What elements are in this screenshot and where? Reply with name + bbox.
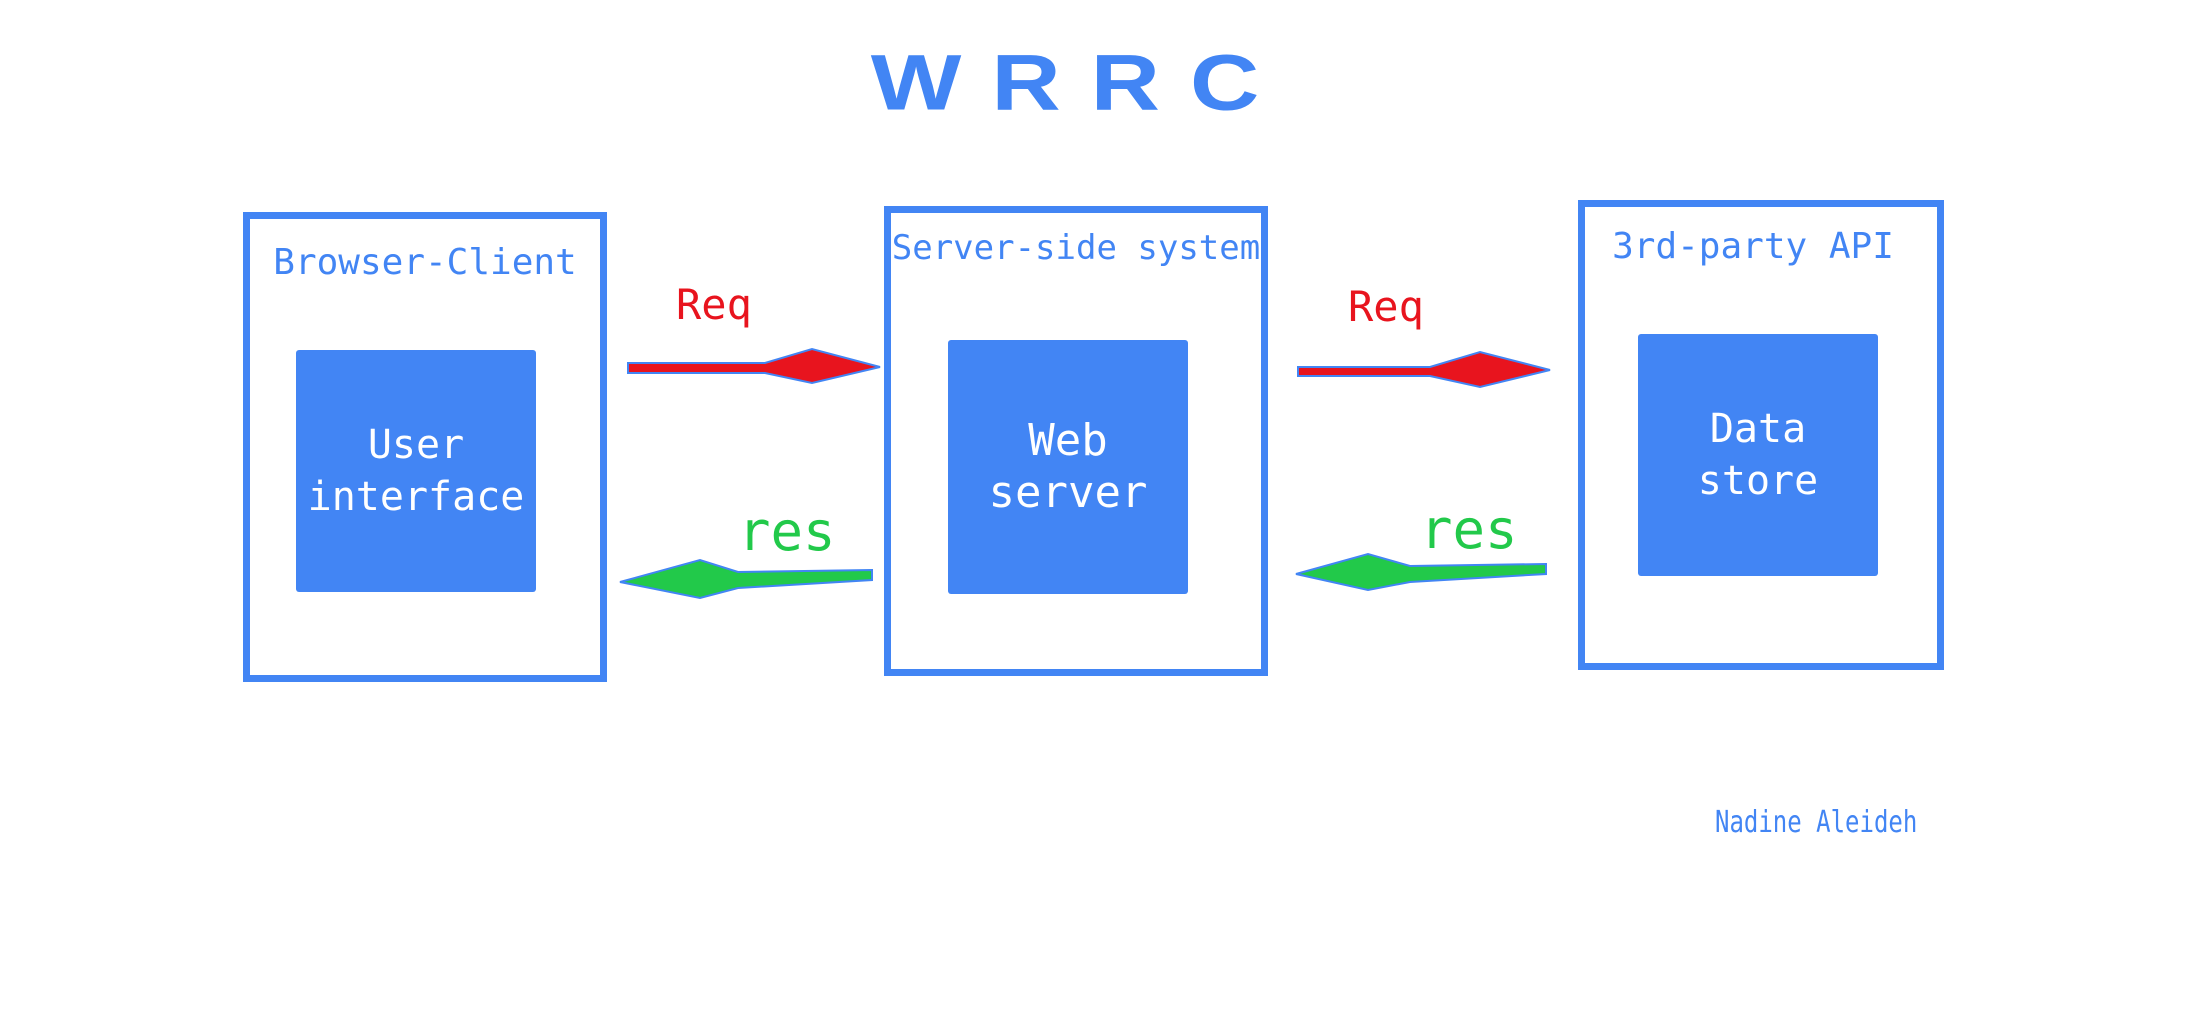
request-label-1: Req: [676, 280, 752, 329]
author-credit: Nadine Aleideh: [1715, 805, 1918, 840]
request-label-2: Req: [1348, 282, 1424, 331]
response-arrow-2: [1295, 552, 1547, 592]
request-arrow-2: [1297, 350, 1551, 389]
web-server-box: Web server: [948, 340, 1188, 594]
diagram-title: WRRC: [870, 38, 1290, 127]
response-label-2: res: [1420, 498, 1518, 561]
browser-client-title: Browser-Client: [273, 242, 577, 283]
user-interface-box: User interface: [296, 350, 536, 592]
response-arrow-1: [619, 558, 873, 600]
request-arrow-1: [627, 347, 881, 385]
third-party-api-title: 3rd-party API: [1612, 226, 1894, 267]
response-label-1: res: [738, 500, 836, 563]
data-store-box: Data store: [1638, 334, 1878, 576]
server-side-title: Server-side system: [891, 228, 1261, 268]
